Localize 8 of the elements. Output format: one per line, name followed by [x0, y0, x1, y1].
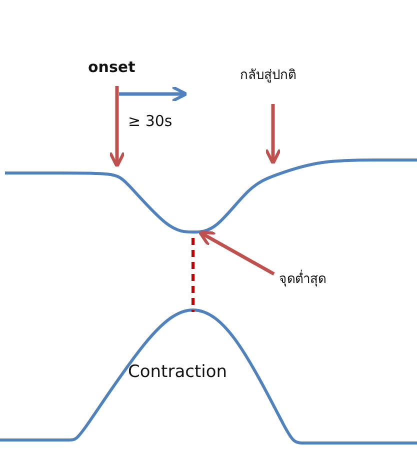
curve-label: Contraction	[128, 362, 228, 382]
recovery-label: กลับสู่ปกติ	[240, 68, 296, 84]
onset-label: onset	[88, 58, 136, 76]
nadir-label: จุดต่ำสุด	[279, 272, 326, 288]
leader-arrow	[264, 104, 282, 165]
leader-arrow	[108, 86, 126, 168]
leader-arrow	[198, 230, 275, 276]
duration-label: ≥ 30s	[128, 112, 172, 130]
